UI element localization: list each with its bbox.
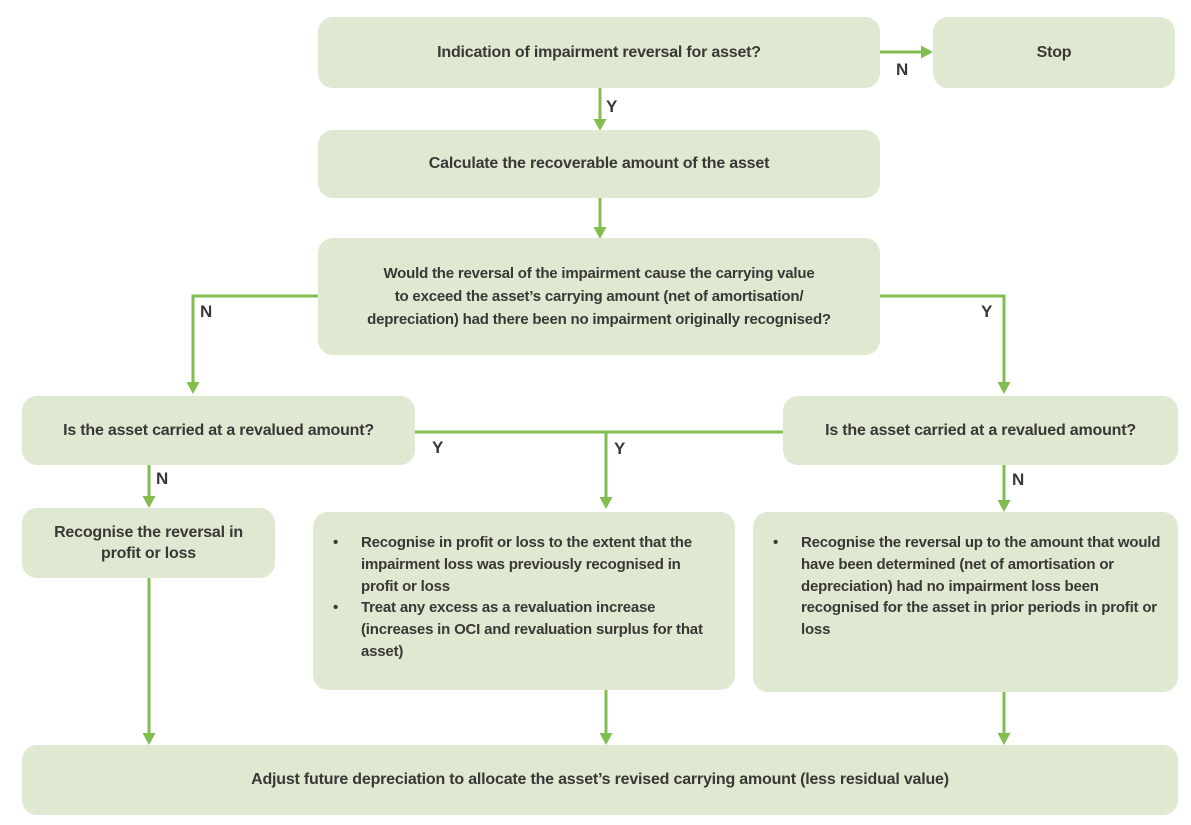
edge-label-no-right-branch: N xyxy=(1012,470,1025,489)
node-adjust-text: Adjust future depreciation to allocate t… xyxy=(251,771,949,789)
node-indication-question: Indication of impairment reversal for as… xyxy=(318,17,880,88)
connector-calculate-to-exceed xyxy=(593,198,607,239)
edge-label-no-left-branch: N xyxy=(156,469,169,488)
connector-revalued-right-no xyxy=(997,465,1011,512)
node-stop: Stop xyxy=(933,17,1175,88)
node-recognise-text: Recognise the reversal in profit or loss xyxy=(54,523,243,562)
connector-revalued-left-no xyxy=(142,465,156,508)
edge-label-yes-mid-join: Y xyxy=(614,439,626,458)
node-revalued-yes-actions: Recognise in profit or loss to the exten… xyxy=(313,512,735,690)
node-calculate-text: Calculate the recoverable amount of the … xyxy=(428,155,770,173)
edge-label-no-to-stop: N xyxy=(896,60,909,79)
node-stop-text: Stop xyxy=(1036,43,1072,61)
edge-label-yes-to-calculate: Y xyxy=(606,97,618,116)
revalued-yes-actions-list: Recognise in profit or loss to the exten… xyxy=(329,532,721,663)
node-exceed-line-1: Would the reversal of the impairment cau… xyxy=(383,264,815,282)
node-adjust-depreciation: Adjust future depreciation to allocate t… xyxy=(22,745,1178,815)
node-revalued-right-text: Is the asset carried at a revalued amoun… xyxy=(825,421,1136,439)
edge-label-yes-left-join: Y xyxy=(432,438,444,457)
revalued-yes-action-1: Recognise in profit or loss to the exten… xyxy=(329,532,721,597)
connector-indication-to-calculate xyxy=(593,88,607,131)
connector-exceed-yes-to-revalued-right xyxy=(880,294,1011,394)
node-revalued-question-right: Is the asset carried at a revalued amoun… xyxy=(783,396,1178,465)
not-revalued-action-1: Recognise the reversal up to the amount … xyxy=(769,532,1164,641)
connector-exceed-no-to-revalued-left xyxy=(186,294,318,394)
connector-indication-to-stop xyxy=(880,45,933,59)
node-exceed-line-3: depreciation) had there been no impairme… xyxy=(367,311,831,329)
node-revalued-left-text: Is the asset carried at a revalued amoun… xyxy=(63,421,374,439)
node-calculate-recoverable: Calculate the recoverable amount of the … xyxy=(318,130,880,198)
node-recognise-profit-loss: Recognise the reversal in profit or loss xyxy=(22,508,275,578)
connector-right-bullets-to-adjust xyxy=(997,692,1011,745)
connector-mid-bullets-to-adjust xyxy=(599,690,613,745)
node-not-revalued-actions: Recognise the reversal up to the amount … xyxy=(753,512,1178,692)
node-indication-text: Indication of impairment reversal for as… xyxy=(437,43,761,61)
revalued-yes-action-2: Treat any excess as a revaluation increa… xyxy=(329,597,721,662)
node-exceed-line-2: to exceed the asset’s carrying amount (n… xyxy=(394,287,804,305)
not-revalued-actions-list: Recognise the reversal up to the amount … xyxy=(769,532,1164,641)
connector-revalued-yes-join xyxy=(415,430,783,509)
edge-label-yes-to-revalued-right: Y xyxy=(981,302,993,321)
node-revalued-question-left: Is the asset carried at a revalued amoun… xyxy=(22,396,415,465)
edge-label-no-to-revalued-left: N xyxy=(200,302,213,321)
connector-recognise-to-adjust xyxy=(142,578,156,745)
node-exceed-question: Would the reversal of the impairment cau… xyxy=(318,238,880,355)
